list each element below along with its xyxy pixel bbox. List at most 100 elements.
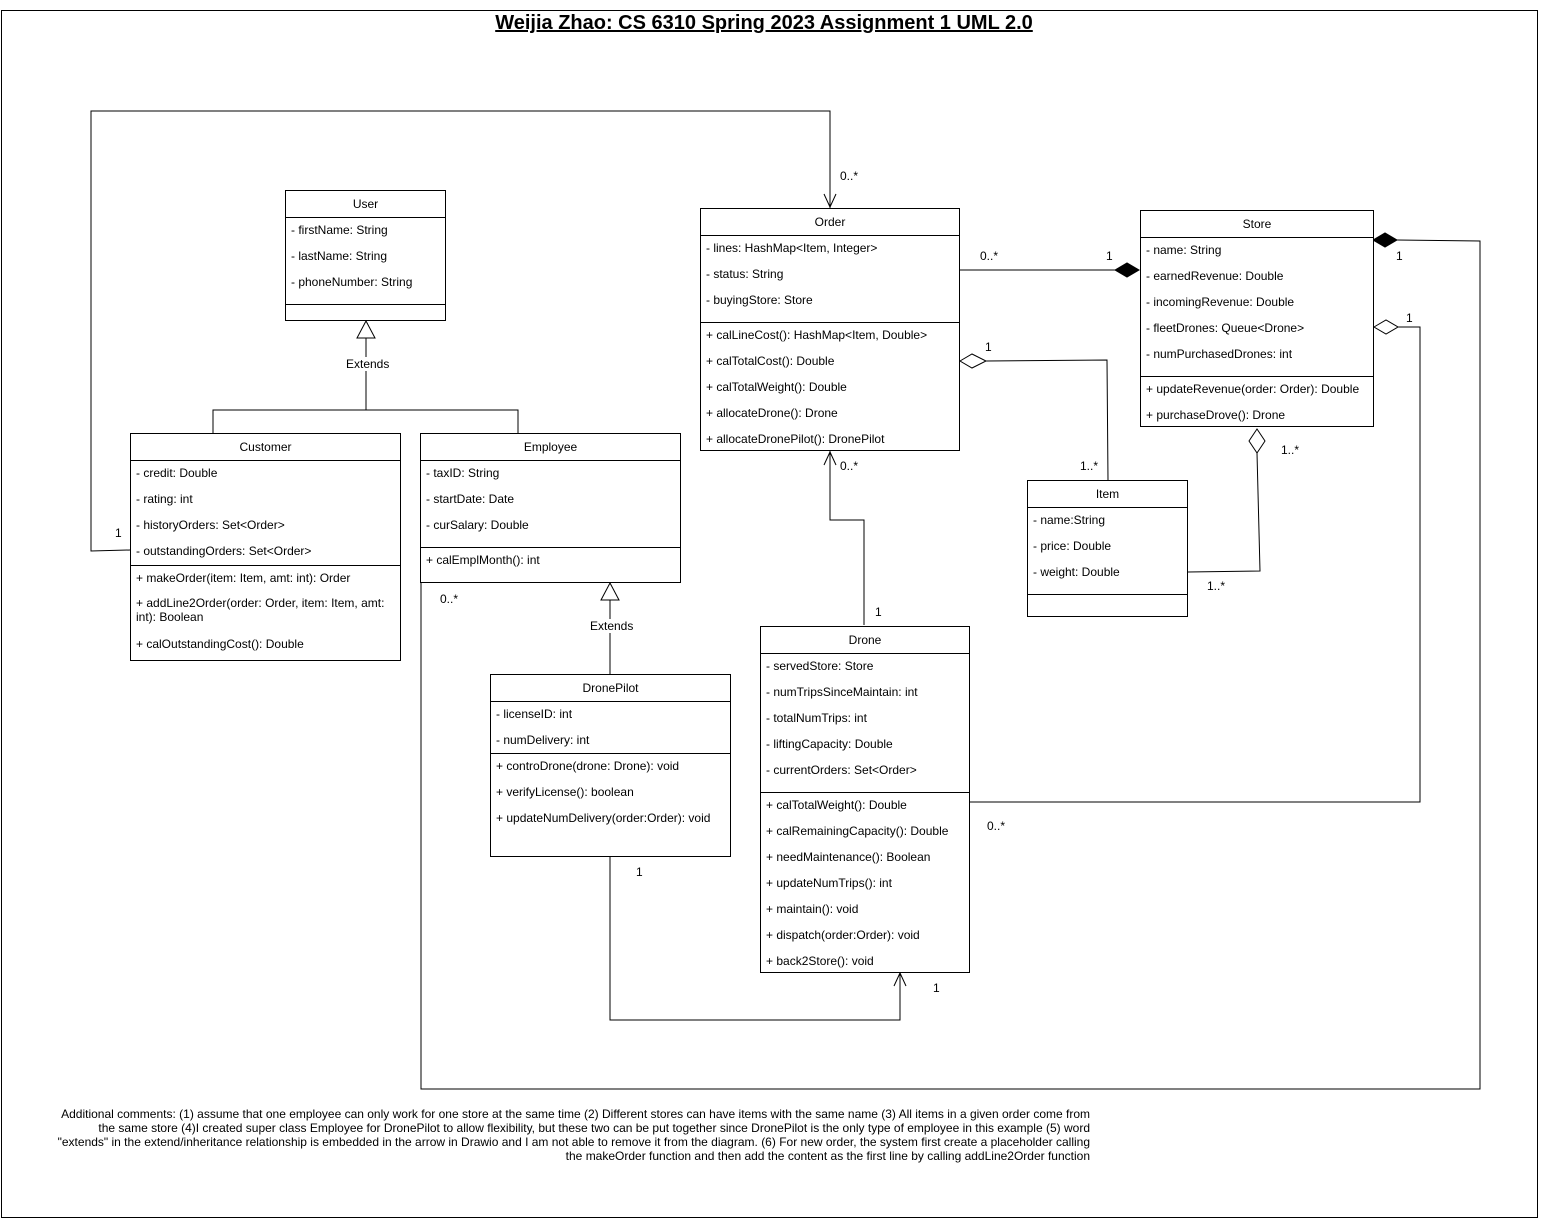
attribute: - incomingRevenue: Double bbox=[1146, 295, 1295, 309]
multiplicity-customer-order: 1 bbox=[115, 526, 122, 540]
attribute: - totalNumTrips: int bbox=[766, 711, 867, 725]
method: + calTotalCost(): Double bbox=[706, 354, 835, 368]
attribute: - buyingStore: Store bbox=[706, 293, 813, 307]
class-name: User bbox=[286, 191, 445, 218]
class-drone: Drone - servedStore: Store - numTripsSin… bbox=[760, 626, 970, 973]
class-name: Item bbox=[1028, 481, 1187, 508]
attributes-section: - credit: Double - rating: int - history… bbox=[131, 461, 400, 566]
multiplicity-store-order: 1 bbox=[1106, 249, 1113, 263]
attribute: - lastName: String bbox=[291, 249, 388, 263]
attribute: - phoneNumber: String bbox=[291, 275, 413, 289]
multiplicity-store-item: 1..* bbox=[1281, 443, 1300, 457]
method: + makeOrder(item: Item, amt: int): Order bbox=[136, 571, 351, 585]
store-item-aggregation bbox=[1187, 452, 1261, 573]
store-drone-aggregation-diamond bbox=[1373, 319, 1399, 335]
method: + purchaseDrove(): Drone bbox=[1146, 408, 1286, 422]
attribute: - numPurchasedDrones: int bbox=[1146, 347, 1293, 361]
methods-section bbox=[286, 305, 445, 327]
pilot-drone-arrowhead bbox=[893, 971, 907, 987]
multiplicity-order-store: 0..* bbox=[980, 249, 999, 263]
customer-extends-line bbox=[212, 409, 519, 433]
attribute: - servedStore: Store bbox=[766, 659, 874, 673]
attribute: - firstName: String bbox=[291, 223, 388, 237]
method: + dispatch(order:Order): void bbox=[766, 928, 920, 942]
attribute: - earnedRevenue: Double bbox=[1146, 269, 1284, 283]
attribute: - taxID: String bbox=[426, 466, 500, 480]
diagram-frame bbox=[1, 10, 1538, 1218]
class-item: Item - name:String - price: Double - wei… bbox=[1027, 480, 1188, 617]
class-employee: Employee - taxID: String - startDate: Da… bbox=[420, 433, 681, 583]
method: + calTotalWeight(): Double bbox=[706, 380, 847, 394]
multiplicity-order-item: 1 bbox=[985, 340, 992, 354]
methods-section: + updateRevenue(order: Order): Double + … bbox=[1141, 377, 1373, 437]
class-name: DronePilot bbox=[491, 675, 730, 702]
class-name: Store bbox=[1141, 211, 1373, 238]
multiplicity-drone-pilot: 1 bbox=[933, 981, 940, 995]
attribute: - weight: Double bbox=[1033, 565, 1120, 579]
multiplicity-drone-order: 1 bbox=[875, 605, 882, 619]
attribute: - liftingCapacity: Double bbox=[766, 737, 893, 751]
method: + calRemainingCapacity(): Double bbox=[766, 824, 949, 838]
attribute: - numTripsSinceMaintain: int bbox=[766, 685, 918, 699]
multiplicity-drone-store: 0..* bbox=[987, 819, 1006, 833]
attributes-section: - taxID: String - startDate: Date - curS… bbox=[421, 461, 680, 548]
class-order: Order - lines: HashMap<Item, Integer> - … bbox=[700, 208, 960, 451]
attribute: - historyOrders: Set<Order> bbox=[136, 518, 285, 532]
multiplicity-employee-store: 0..* bbox=[440, 592, 459, 606]
multiplicity-item-order: 1..* bbox=[1080, 459, 1099, 473]
method: + updateRevenue(order: Order): Double bbox=[1146, 382, 1360, 396]
method: + verifyLicense(): boolean bbox=[496, 785, 634, 799]
class-name: Customer bbox=[131, 434, 400, 461]
methods-section: + calTotalWeight(): Double + calRemainin… bbox=[761, 793, 969, 983]
attributes-section: - name:String - price: Double - weight: … bbox=[1028, 508, 1187, 595]
attribute: - fleetDrones: Queue<Drone> bbox=[1146, 321, 1305, 335]
attributes-section: - lines: HashMap<Item, Integer> - status… bbox=[701, 236, 959, 323]
employee-extends-label: Extends bbox=[589, 619, 635, 633]
pilot-drone-association bbox=[609, 857, 901, 1021]
store-drone-aggregation bbox=[970, 326, 1421, 803]
method: + calEmplMonth(): int bbox=[426, 553, 540, 567]
diagram-title: Weijia Zhao: CS 6310 Spring 2023 Assignm… bbox=[495, 12, 1033, 34]
class-user: User - firstName: String - lastName: Str… bbox=[285, 190, 446, 321]
method: + calLineCost(): HashMap<Item, Double> bbox=[706, 328, 928, 342]
employee-generalization-triangle bbox=[600, 581, 620, 601]
methods-section bbox=[1028, 595, 1187, 622]
methods-section: + calEmplMonth(): int bbox=[421, 548, 680, 582]
user-generalization-triangle bbox=[356, 319, 376, 339]
method: + addLine2Order(order: Order, item: Item… bbox=[136, 596, 385, 624]
attribute: - status: String bbox=[706, 267, 784, 281]
class-store: Store - name: String - earnedRevenue: Do… bbox=[1140, 210, 1374, 427]
attribute: - outstandingOrders: Set<Order> bbox=[136, 544, 312, 558]
methods-section: + makeOrder(item: Item, amt: int): Order… bbox=[131, 566, 400, 666]
class-dronepilot: DronePilot - licenseID: int - numDeliver… bbox=[490, 674, 731, 857]
attribute: - name: String bbox=[1146, 243, 1222, 257]
store-item-aggregation-diamond bbox=[1248, 428, 1266, 454]
attributes-section: - firstName: String - lastName: String -… bbox=[286, 218, 445, 305]
attributes-section: - servedStore: Store - numTripsSinceMain… bbox=[761, 654, 969, 793]
attribute: - credit: Double bbox=[136, 466, 218, 480]
method: + allocateDronePilot(): DronePilot bbox=[706, 432, 885, 446]
class-name: Employee bbox=[421, 434, 680, 461]
multiplicity-pilot-drone: 1 bbox=[636, 865, 643, 879]
attribute: - numDelivery: int bbox=[496, 733, 590, 747]
attribute: - currentOrders: Set<Order> bbox=[766, 763, 917, 777]
multiplicity-item-store: 1..* bbox=[1207, 579, 1226, 593]
attributes-section: - licenseID: int - numDelivery: int bbox=[491, 702, 730, 754]
method: + back2Store(): void bbox=[766, 954, 874, 968]
drone-order-association bbox=[829, 451, 865, 625]
method: + calTotalWeight(): Double bbox=[766, 798, 907, 812]
attribute: - startDate: Date bbox=[426, 492, 515, 506]
multiplicity-store-drone: 1 bbox=[1406, 311, 1413, 325]
class-name: Drone bbox=[761, 627, 969, 654]
order-aggregation-diamond bbox=[959, 353, 988, 369]
attribute: - licenseID: int bbox=[496, 707, 573, 721]
additional-comments: Additional comments: (1) assume that one… bbox=[57, 1107, 1090, 1163]
order-item-aggregation bbox=[985, 359, 1109, 481]
multiplicity-order-customer: 0..* bbox=[840, 169, 859, 183]
attribute: - rating: int bbox=[136, 492, 193, 506]
user-extends-label: Extends bbox=[345, 357, 391, 371]
customer-order-arrowhead bbox=[823, 193, 837, 209]
store-employee-composition bbox=[420, 239, 1481, 1090]
method: + needMaintenance(): Boolean bbox=[766, 850, 931, 864]
attributes-section: - name: String - earnedRevenue: Double -… bbox=[1141, 238, 1373, 377]
